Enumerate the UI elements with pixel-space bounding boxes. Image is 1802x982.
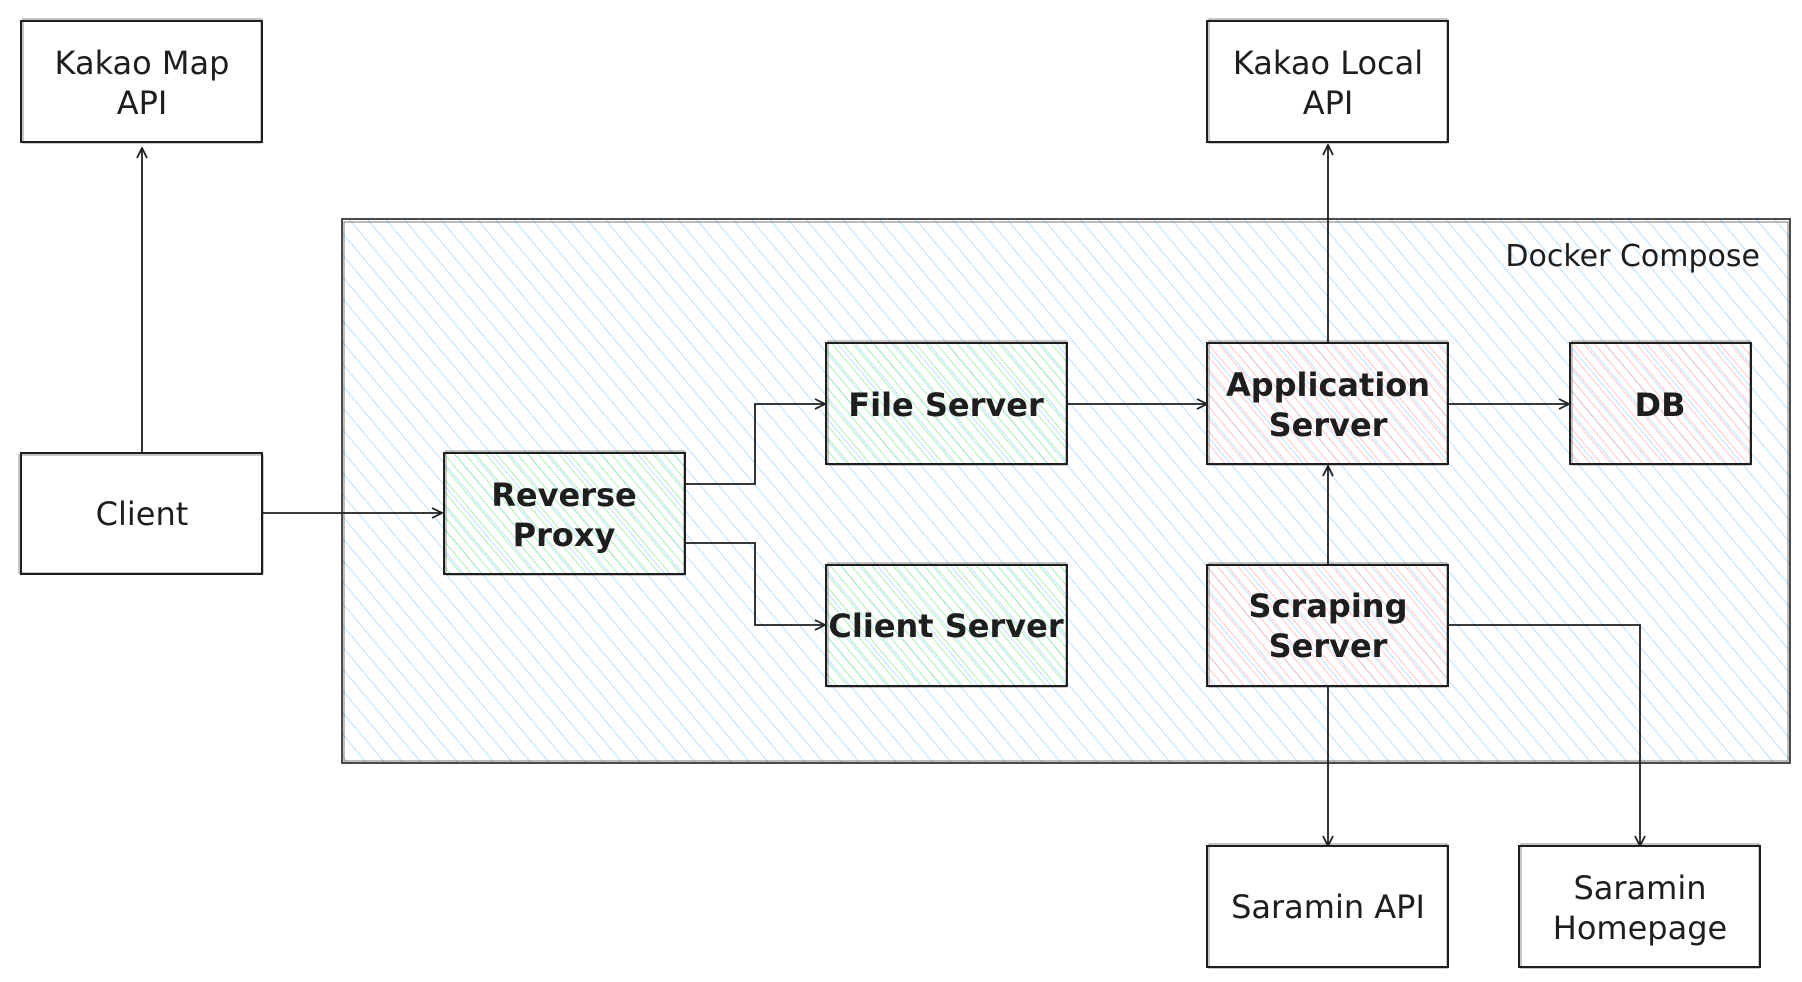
node-scraping-server: Scraping Server [1206, 562, 1449, 688]
node-saramin-api: Saramin API [1206, 843, 1449, 969]
node-label-line: Homepage [1553, 909, 1727, 947]
node-file-server: File Server [825, 340, 1068, 466]
node-kakao-local-api: Kakao Local API [1206, 18, 1449, 144]
node-label-line: Client [96, 495, 189, 533]
edge-reverse-proxy-to-client-server [685, 542, 825, 625]
node-client: Client [18, 452, 264, 575]
node-label-line: Saramin [1573, 869, 1706, 907]
node-kakao-map-api: Kakao Map API [20, 18, 263, 144]
node-label-line: Reverse [491, 476, 636, 514]
node-db: DB [1569, 340, 1752, 466]
node-label-line: Application [1226, 366, 1430, 404]
node-label-line: Saramin API [1231, 888, 1425, 926]
edges [142, 145, 1640, 846]
node-client-server: Client Server [825, 562, 1068, 688]
node-application-server: Application Server [1206, 340, 1449, 466]
node-label-line: Kakao Local [1233, 44, 1423, 82]
node-label-line: Kakao Map [55, 44, 230, 82]
node-label-line: Server [1269, 627, 1388, 665]
docker-compose-label: Docker Compose [1505, 239, 1760, 274]
node-label-line: File Server [848, 386, 1044, 424]
node-label-line: API [1303, 84, 1354, 122]
node-label-line: Proxy [513, 516, 616, 554]
node-reverse-proxy: Reverse Proxy [443, 450, 686, 576]
node-label-line: DB [1635, 386, 1686, 424]
edge-scraping-server-to-saramin-homepage [1448, 624, 1640, 846]
node-label-line: API [117, 84, 168, 122]
node-label-line: Client Server [828, 607, 1063, 645]
node-label-line: Scraping [1249, 587, 1408, 625]
node-label-line: Server [1269, 406, 1388, 444]
node-saramin-homepage: Saramin Homepage [1518, 843, 1761, 969]
edge-reverse-proxy-to-file-server [685, 404, 825, 485]
